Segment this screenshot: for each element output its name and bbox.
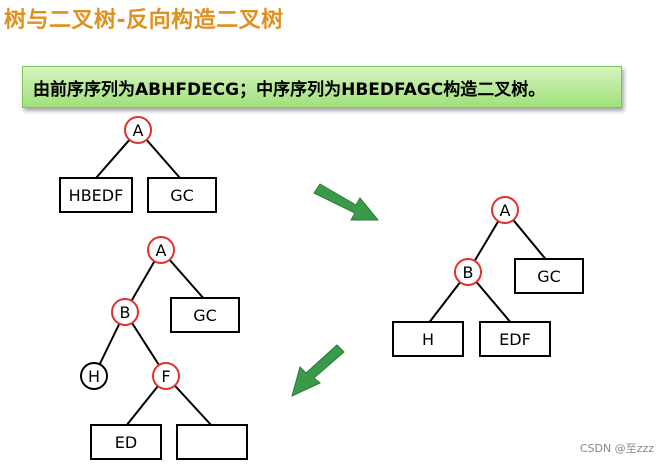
subtree-box-label: GC <box>193 306 217 325</box>
tree-node-circle <box>454 258 482 286</box>
subtree-box <box>392 321 464 357</box>
tree-node-label: A <box>156 241 167 260</box>
watermark: CSDN @至zzz <box>579 442 654 455</box>
tree-node-label: B <box>120 303 131 322</box>
subtree-box <box>147 177 217 213</box>
green-arrow-down-left-icon <box>291 344 345 397</box>
empty-subtree-box <box>176 424 248 460</box>
tree-node-label: B <box>463 263 474 282</box>
subtree-box-label: GC <box>537 267 561 286</box>
subtree-box-label: GC <box>170 186 194 205</box>
tree-node-circle <box>111 298 139 326</box>
tree-node-circle <box>147 236 175 264</box>
tree-node-circle <box>491 196 519 224</box>
subtree-box-label: ED <box>115 433 137 452</box>
subtree-box-label: H <box>422 330 434 349</box>
subtree-box-label: EDF <box>499 330 531 349</box>
subtree-box <box>59 177 133 213</box>
problem-statement-text: 由前序序列为ABHFDECG；中序序列为HBEDFAGC构造二叉树。 <box>33 79 546 100</box>
green-arrow-down-right-icon <box>313 183 380 221</box>
subtree-box <box>170 297 240 333</box>
problem-statement-banner: 由前序序列为ABHFDECG；中序序列为HBEDFAGC构造二叉树。 <box>22 66 622 108</box>
page-title: 树与二叉树-反向构造二叉树 <box>4 8 284 33</box>
subtree-box <box>90 424 162 460</box>
subtree-box <box>479 321 551 357</box>
step3-tree: A B GC H F ED <box>80 236 248 460</box>
tree-node-circle <box>80 362 108 390</box>
step2-tree: A B GC H EDF <box>392 196 584 357</box>
tree-node-circle <box>124 116 152 144</box>
subtree-box-label: HBEDF <box>69 186 124 205</box>
tree-node-label: H <box>88 367 100 386</box>
subtree-box <box>514 258 584 294</box>
tree-node-circle <box>152 362 180 390</box>
tree-node-label: F <box>161 367 170 386</box>
tree-node-label: A <box>500 201 511 220</box>
step1-tree: A HBEDF GC <box>59 116 217 213</box>
tree-node-label: A <box>133 121 144 140</box>
